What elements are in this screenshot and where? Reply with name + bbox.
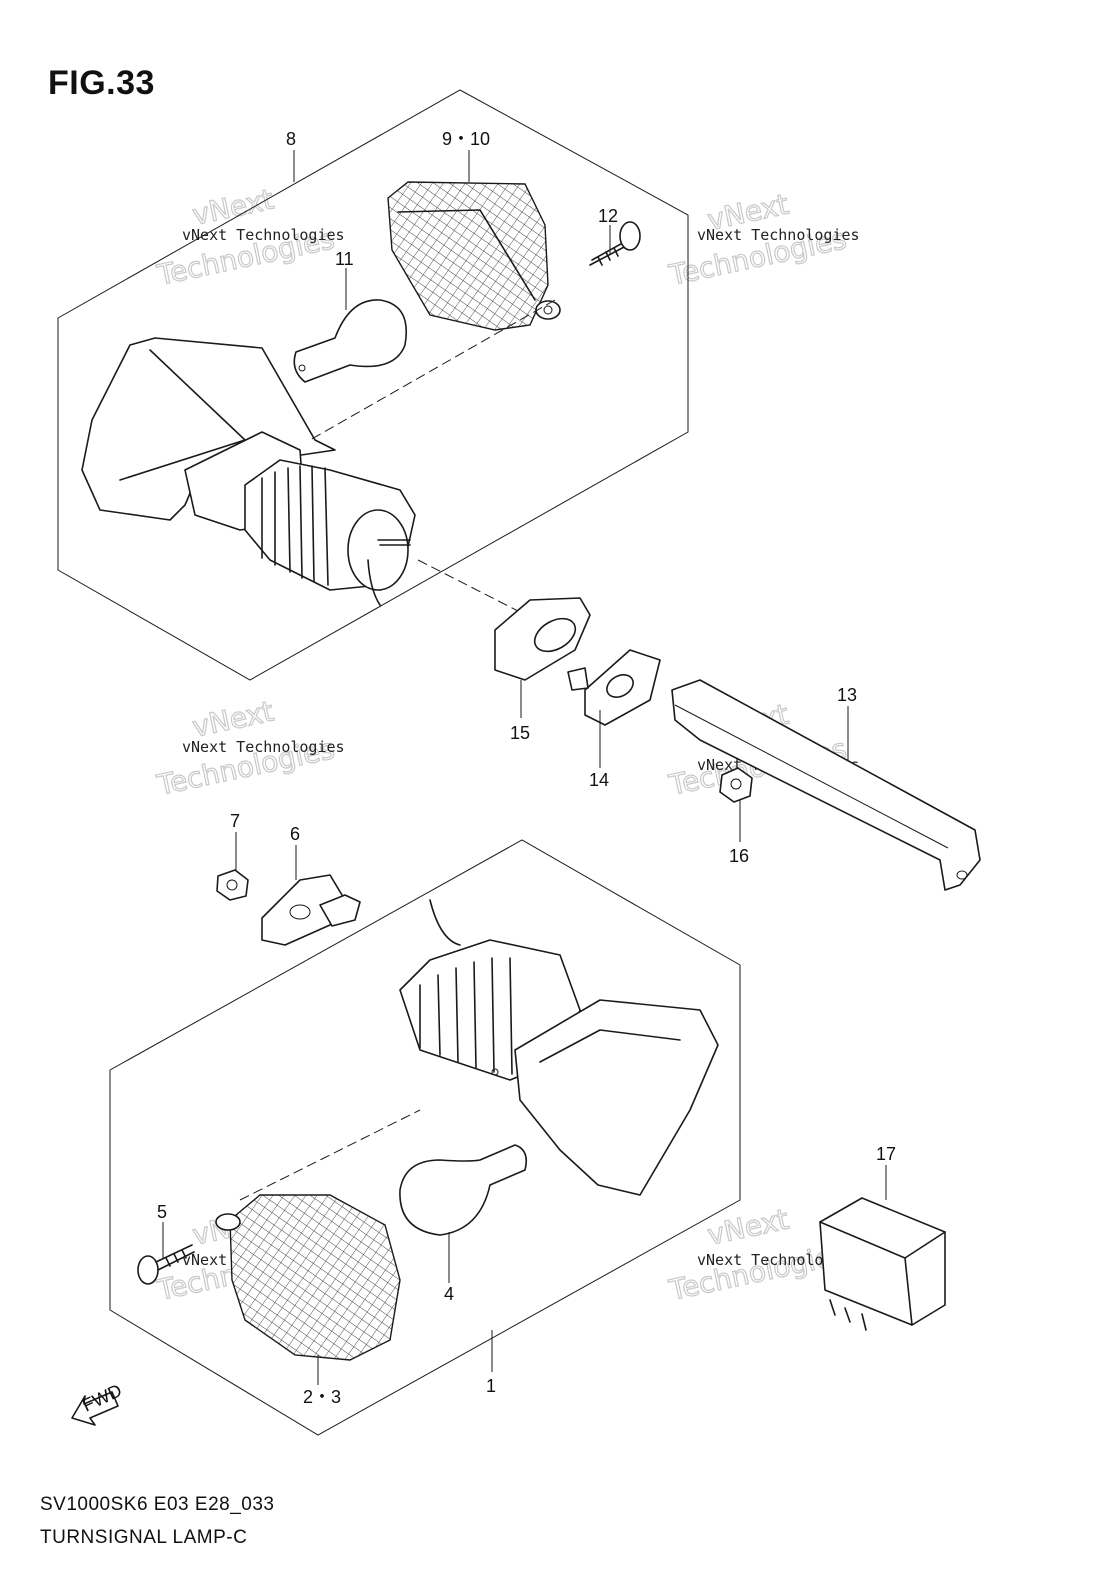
part-label-2-3: 2・3 bbox=[303, 1387, 341, 1407]
svg-text:vNext Technologies: vNext Technologies bbox=[182, 226, 345, 244]
part-label-16: 16 bbox=[729, 846, 749, 866]
model-code: SV1000SK6 E03 E28_033 bbox=[40, 1494, 275, 1515]
part-label-14: 14 bbox=[589, 770, 609, 790]
part-label-7: 7 bbox=[230, 811, 240, 831]
part-label-5: 5 bbox=[157, 1202, 167, 1222]
part-label-13: 13 bbox=[837, 685, 857, 705]
upper-assembly-frame bbox=[57, 89, 689, 681]
relay-unit bbox=[819, 1197, 946, 1331]
svg-text:vNext: vNext bbox=[190, 183, 277, 232]
lower-housing bbox=[399, 899, 719, 1196]
guide-line-2 bbox=[309, 299, 556, 441]
mounting-plate bbox=[261, 874, 361, 946]
part-label-4: 4 bbox=[444, 1284, 454, 1304]
nut-16 bbox=[719, 767, 753, 803]
part-label-17: 17 bbox=[876, 1144, 896, 1164]
front-lens-lower bbox=[215, 1194, 401, 1361]
bulb-upper bbox=[293, 299, 407, 383]
svg-text:vNext Technologies: vNext Technologies bbox=[182, 738, 345, 756]
nut-7 bbox=[216, 869, 249, 901]
bulb-lower bbox=[399, 1144, 528, 1236]
part-label-1: 1 bbox=[486, 1376, 496, 1396]
part-label-8: 8 bbox=[286, 129, 296, 149]
part-label-9-10: 9・10 bbox=[442, 129, 490, 149]
bracket bbox=[671, 679, 981, 891]
leader-lines bbox=[162, 150, 887, 1385]
grommet bbox=[494, 597, 591, 681]
screw-upper bbox=[589, 221, 641, 266]
watermark-mid-left: vNext Technologies vNext Technologies bbox=[153, 694, 345, 803]
cushion bbox=[567, 649, 661, 726]
svg-text:vNext: vNext bbox=[190, 695, 277, 744]
guide-line-1 bbox=[417, 559, 521, 613]
part-label-11: 11 bbox=[335, 249, 354, 269]
watermark-top-right: vNext Technologies vNext Technologies bbox=[665, 187, 860, 293]
svg-text:vNext Technologies: vNext Technologies bbox=[697, 226, 860, 244]
guide-line-3 bbox=[239, 1109, 421, 1201]
part-label-15: 15 bbox=[510, 723, 530, 743]
svg-text:vNext Technologies: vNext Technologies bbox=[697, 1251, 860, 1269]
forward-direction-arrow: FWD bbox=[71, 1380, 125, 1426]
figure-name: TURNSIGNAL LAMP-C bbox=[40, 1527, 248, 1548]
part-label-12: 12 bbox=[598, 206, 618, 226]
screw-lower bbox=[137, 1244, 195, 1285]
lower-assembly-frame bbox=[109, 839, 741, 1436]
svg-text:vNext: vNext bbox=[705, 1203, 792, 1252]
watermark-top-left: vNext Technologies vNext Technologies bbox=[153, 182, 345, 293]
upper-housing bbox=[81, 337, 416, 606]
front-lens-upper bbox=[387, 181, 561, 331]
part-label-6: 6 bbox=[290, 824, 300, 844]
figure-title: FIG.33 bbox=[48, 64, 155, 102]
